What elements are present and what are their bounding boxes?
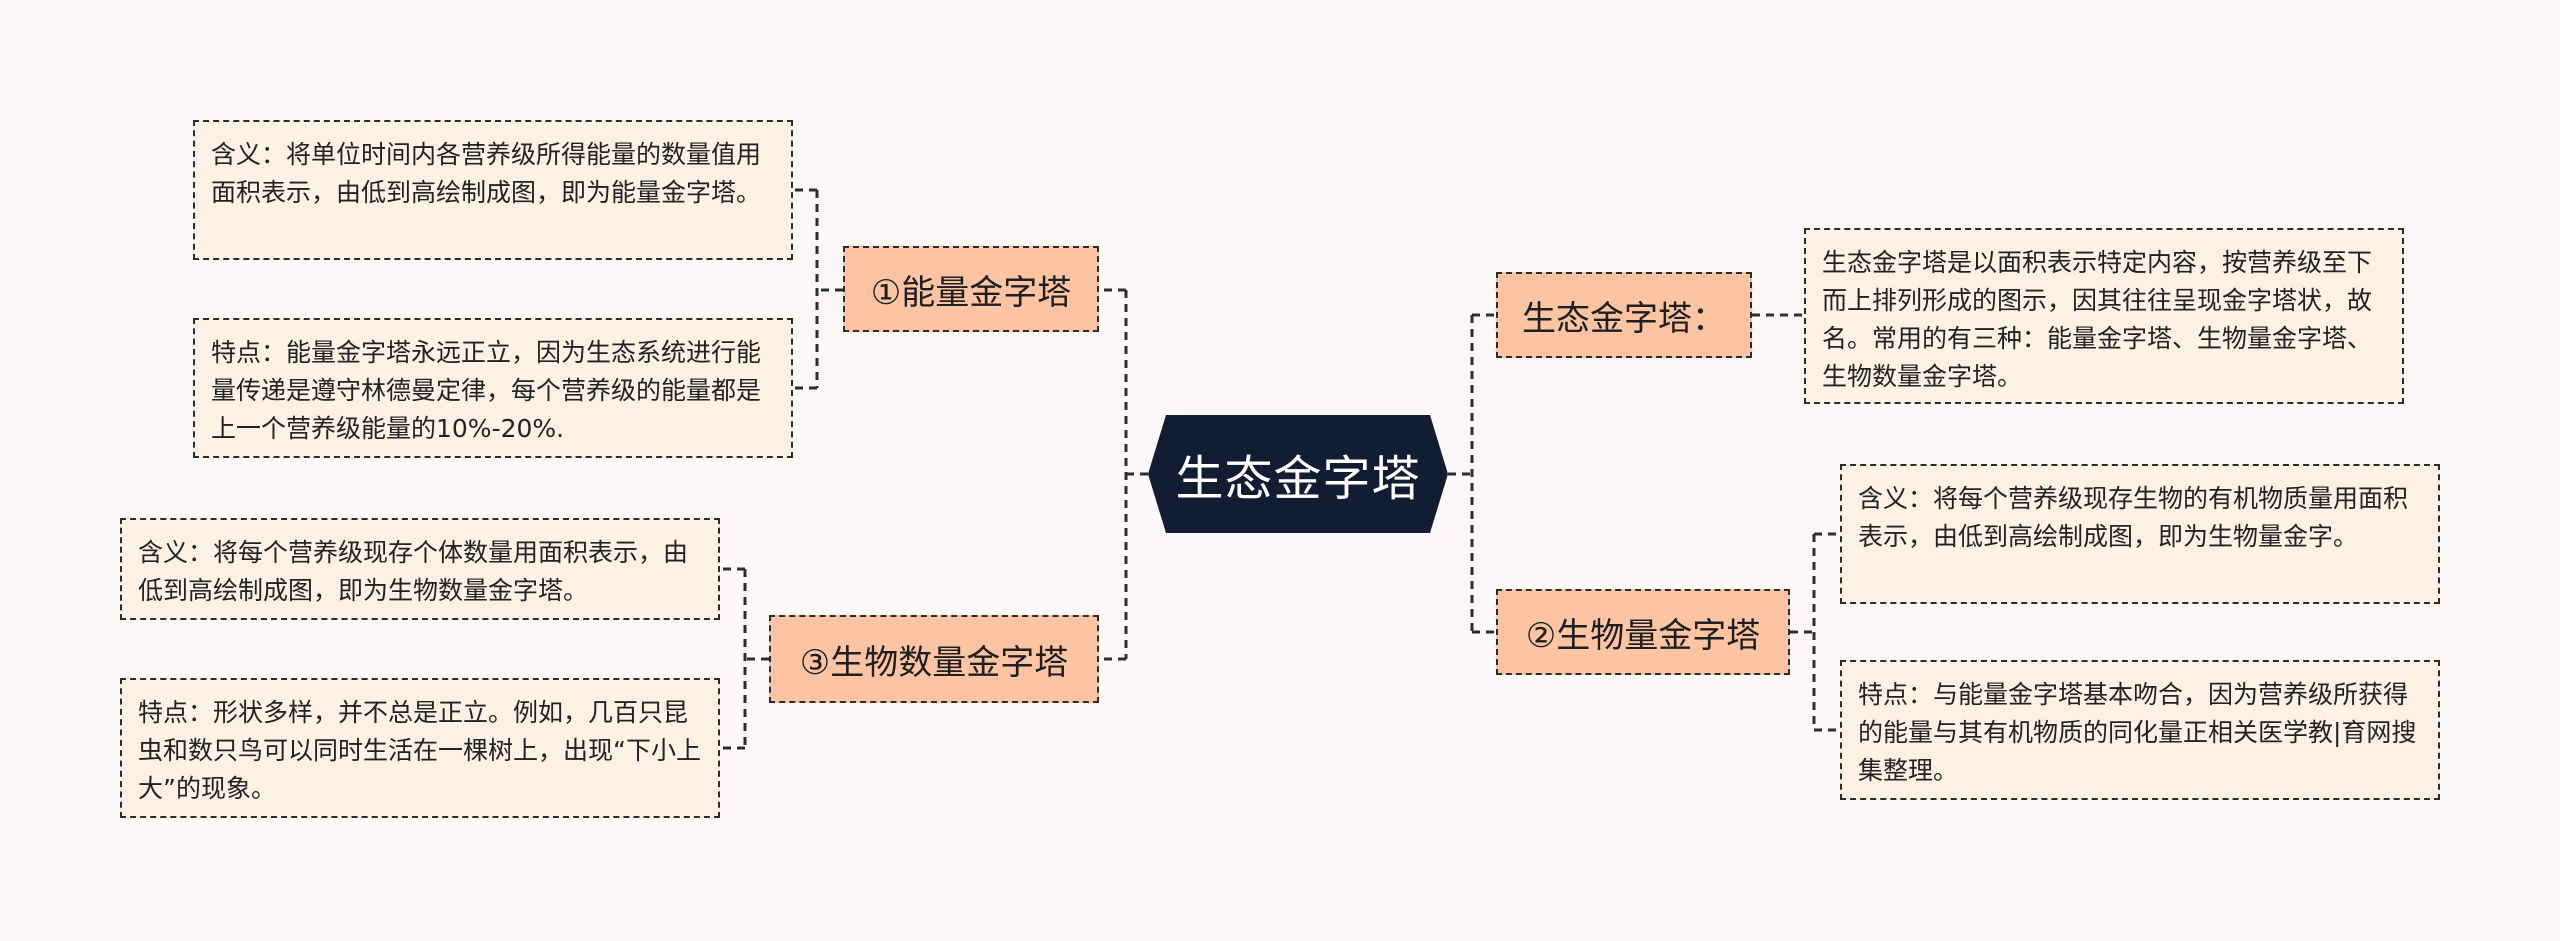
branch-energy-pyramid[interactable]: ①能量金字塔 <box>843 246 1099 332</box>
number-meaning-note[interactable]: 含义：将每个营养级现存个体数量用面积表示，由低到高绘制成图，即为生物数量金字塔。 <box>120 518 720 620</box>
energy-meaning-note[interactable]: 含义：将单位时间内各营养级所得能量的数量值用面积表示，由低到高绘制成图，即为能量… <box>193 120 793 260</box>
number-feature-note[interactable]: 特点：形状多样，并不总是正立。例如，几百只昆虫和数只鸟可以同时生活在一棵树上，出… <box>120 678 720 818</box>
central-topic[interactable]: 生态金字塔 <box>1148 415 1448 533</box>
branch-definition[interactable]: 生态金字塔： <box>1496 272 1752 358</box>
energy-feature-note[interactable]: 特点：能量金字塔永远正立，因为生态系统进行能量传递是遵守林德曼定律，每个营养级的… <box>193 318 793 458</box>
biomass-meaning-note[interactable]: 含义：将每个营养级现存生物的有机物质量用面积表示，由低到高绘制成图，即为生物量金… <box>1840 464 2440 604</box>
definition-note[interactable]: 生态金字塔是以面积表示特定内容，按营养级至下而上排列形成的图示，因其往往呈现金字… <box>1804 228 2404 404</box>
biomass-feature-note[interactable]: 特点：与能量金字塔基本吻合，因为营养级所获得的能量与其有机物质的同化量正相关医学… <box>1840 660 2440 800</box>
branch-biomass-pyramid[interactable]: ②生物量金字塔 <box>1496 589 1790 675</box>
branch-number-pyramid[interactable]: ③生物数量金字塔 <box>769 615 1099 703</box>
